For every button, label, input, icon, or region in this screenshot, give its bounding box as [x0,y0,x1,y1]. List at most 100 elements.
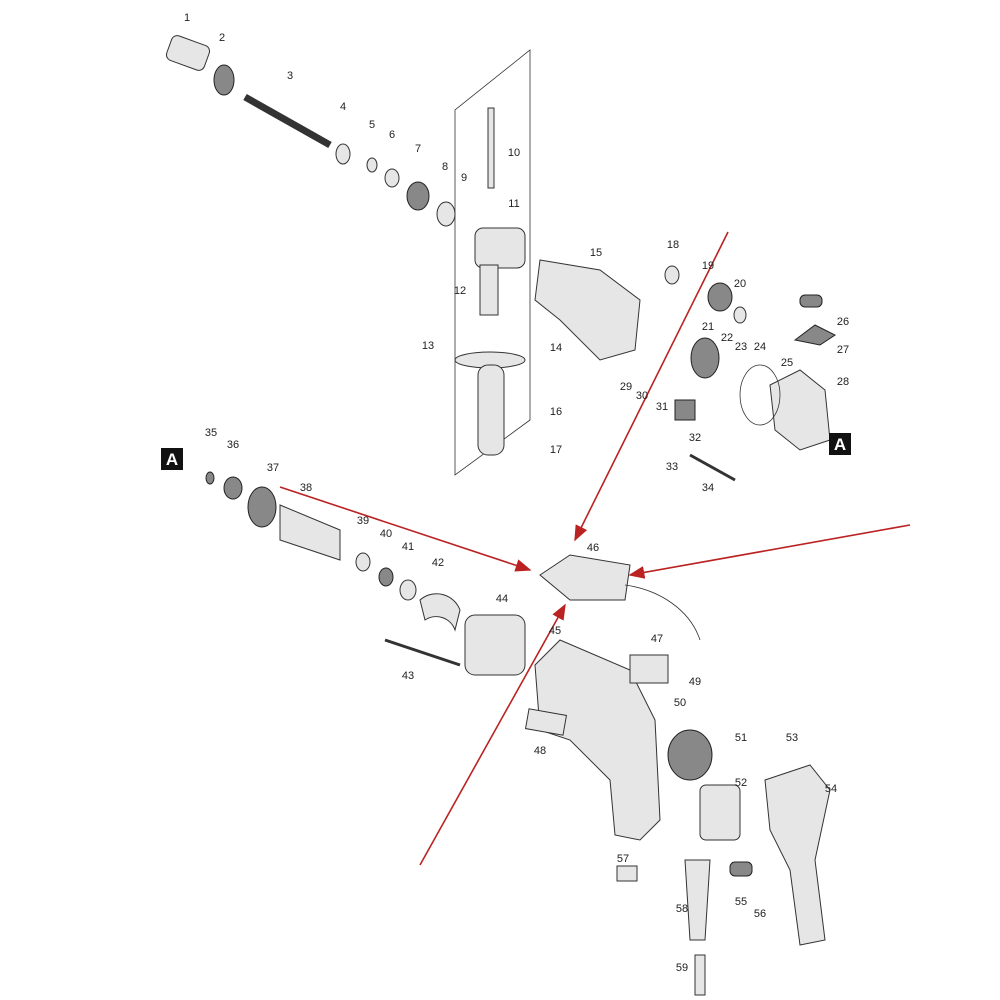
part-label-25: 25 [781,357,793,369]
knob-26 [799,294,823,308]
gear-19 [707,282,733,312]
part-label-33: 33 [666,461,678,473]
part-label-2: 2 [219,32,225,44]
group-frame [454,49,531,476]
rod-34 [689,453,736,482]
part-label-10: 10 [508,147,520,159]
part-label-1: 1 [184,12,190,24]
marker-letter: A [834,435,846,454]
switch-46 [539,554,631,601]
part-label-54: 54 [825,783,837,795]
part-label-8: 8 [442,161,448,173]
part-55 [729,861,753,877]
part-label-36: 36 [227,439,239,451]
part-label-51: 51 [735,732,747,744]
part-label-7: 7 [415,143,421,155]
part-label-13: 13 [422,340,434,352]
part-label-46: 46 [587,542,599,554]
part-label-35: 35 [205,427,217,439]
gasket-24 [739,364,781,426]
connection-marker-a: A [161,448,183,470]
handle-arm [479,264,499,316]
part-4 [335,143,351,165]
bearing-7 [406,181,430,211]
brush-holder-50 [667,729,713,781]
part-label-59: 59 [676,962,688,974]
bearing-40 [378,567,394,587]
switch-52 [699,784,741,841]
field-44 [464,614,526,676]
part-label-39: 39 [357,515,369,527]
part-label-48: 48 [534,745,546,757]
part-label-37: 37 [267,462,279,474]
lever-27 [793,324,836,346]
part-12 [474,227,526,269]
red-arrows [279,231,911,866]
part-label-6: 6 [389,129,395,141]
part-label-49: 49 [689,676,701,688]
part-label-28: 28 [837,376,849,388]
part-label-42: 42 [432,557,444,569]
side-handle [477,364,505,456]
part-label-43: 43 [402,670,414,682]
part-label-23: 23 [735,341,747,353]
marker-letter: A [166,450,178,469]
rod-10 [487,107,495,189]
part-label-3: 3 [287,70,293,82]
baffle-42 [419,593,461,632]
part-label-40: 40 [380,528,392,540]
label-47 [629,654,669,684]
part-20 [733,306,747,324]
part-label-56: 56 [754,908,766,920]
fan-37 [247,486,277,528]
cord-guard-58 [684,859,711,941]
part-drawings [165,35,836,996]
part-label-34: 34 [702,482,714,494]
label-48 [524,708,568,736]
part-label-57: 57 [617,853,629,865]
part-label-16: 16 [550,406,562,418]
chuck [165,35,211,71]
ring [213,64,235,96]
part-41 [399,579,417,601]
part-label-5: 5 [369,119,375,131]
part-label-21: 21 [702,321,714,333]
part-18 [664,265,680,285]
part-57 [616,865,638,882]
part-label-19: 19 [702,260,714,272]
part-5 [366,157,378,173]
cover-25 [769,369,831,451]
red-arrow [574,231,729,542]
armature-38 [279,504,341,561]
part-label-11: 11 [508,198,519,210]
part-8 [436,201,456,227]
part-label-31: 31 [656,401,668,413]
part-label-58: 58 [676,903,688,915]
part-label-22: 22 [721,332,733,344]
red-arrow [419,603,566,866]
spindle [243,93,332,149]
part-label-12: 12 [454,285,466,297]
part-6 [384,168,400,188]
part-label-9: 9 [461,172,467,184]
screw-43 [384,638,461,667]
part-label-38: 38 [300,482,312,494]
cord-59 [694,954,706,996]
part-label-55: 55 [735,896,747,908]
motor-housing-45 [534,639,661,841]
part-label-44: 44 [496,593,508,605]
part-label-29: 29 [620,381,632,393]
bearing-36 [223,476,243,500]
connection-marker-a: A [829,433,851,455]
rear-cover-53 [764,764,831,946]
part-label-27: 27 [837,344,849,356]
part-label-18: 18 [667,239,679,251]
part-label-32: 32 [689,432,701,444]
gear-21 [690,337,720,379]
part-39 [355,552,371,572]
part-label-52: 52 [735,777,747,789]
red-arrow [279,486,532,572]
part-label-30: 30 [636,390,648,402]
